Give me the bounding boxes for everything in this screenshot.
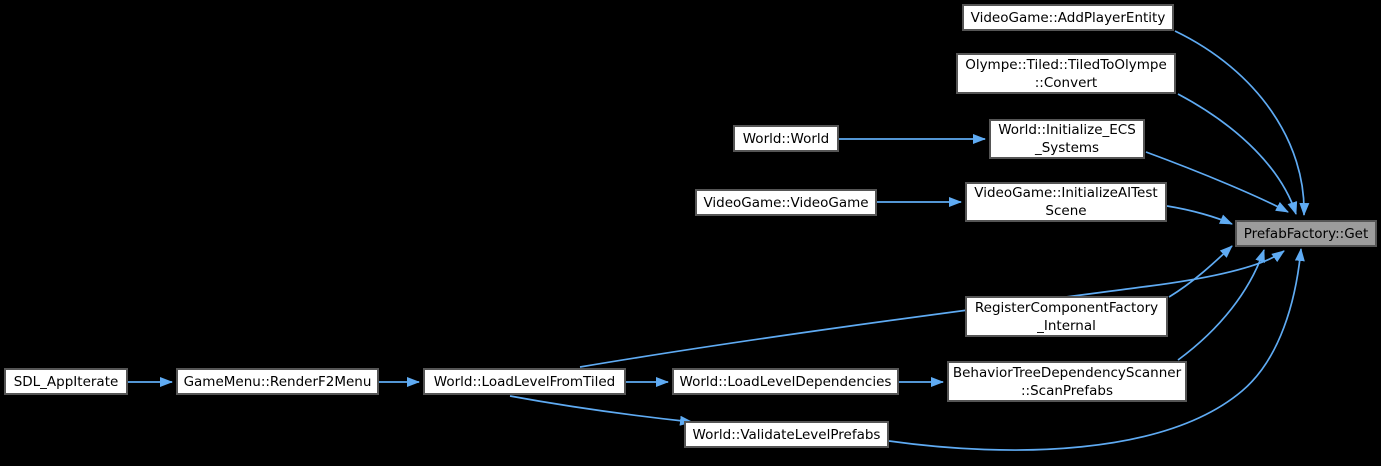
node-world[interactable]: World::World (733, 125, 839, 152)
node-label: _Systems (1034, 140, 1100, 156)
node-label: GameMenu::RenderF2Menu (183, 373, 372, 390)
node-label: _Internal (1037, 317, 1096, 334)
node-label: Scene (1045, 203, 1087, 219)
node-loaddeps[interactable]: World::LoadLevelDependencies (672, 368, 899, 395)
node-videogame[interactable]: VideoGame::VideoGame (695, 189, 877, 216)
edge-scanprefabs-get (1177, 249, 1265, 361)
node-sdl[interactable]: SDL_AppIterate (4, 368, 128, 395)
node-ecs[interactable]: World::Initialize_ECS_Systems (989, 119, 1145, 159)
node-label: Olympe::Tiled::TiledToOlympe (965, 56, 1167, 73)
node-label: SDL_AppIterate (13, 373, 119, 390)
node-loadlevel[interactable]: World::LoadLevelFromTiled (423, 368, 626, 395)
node-label: BehaviorTreeDependencyScanner (952, 364, 1182, 381)
node-label: ::ScanPrefabs (1020, 382, 1113, 399)
edge-convert-get (1177, 93, 1298, 215)
node-label: World::LoadLevelDependencies (679, 373, 892, 390)
node-addplayer[interactable]: VideoGame::AddPlayerEntity (962, 4, 1174, 31)
node-label: RegisterComponentFactory (974, 299, 1159, 316)
node-label: VideoGame::InitializeAITest (974, 185, 1158, 201)
node-rendermenu[interactable]: GameMenu::RenderF2Menu (176, 368, 379, 395)
node-label: PrefabFactory::Get (1243, 225, 1369, 242)
edge-register-get (1168, 245, 1233, 298)
node-get: PrefabFactory::Get (1235, 220, 1377, 247)
node-label: VideoGame::VideoGame (703, 194, 869, 211)
edge-aitest-get (1166, 205, 1233, 225)
edge-validate-get (888, 248, 1305, 451)
node-register[interactable]: RegisterComponentFactory_Internal (965, 296, 1168, 337)
edge-loadlevel-validate (509, 395, 693, 426)
node-label: ::Convert (1034, 74, 1098, 91)
node-label: World::Initialize_ECS (998, 122, 1136, 138)
node-convert[interactable]: Olympe::Tiled::TiledToOlympe::Convert (956, 53, 1176, 94)
edge-addplayer-get (1174, 30, 1310, 216)
node-label: VideoGame::AddPlayerEntity (970, 9, 1166, 26)
node-label: World::LoadLevelFromTiled (433, 373, 616, 390)
node-validate[interactable]: World::ValidateLevelPrefabs (684, 421, 889, 448)
edge-loadlevel-get (579, 250, 1285, 368)
node-scanprefabs[interactable]: BehaviorTreeDependencyScanner::ScanPrefa… (947, 361, 1187, 402)
edge-ecs-get (1145, 151, 1289, 213)
node-label: World::ValidateLevelPrefabs (692, 426, 881, 443)
node-label: World::World (742, 130, 830, 147)
